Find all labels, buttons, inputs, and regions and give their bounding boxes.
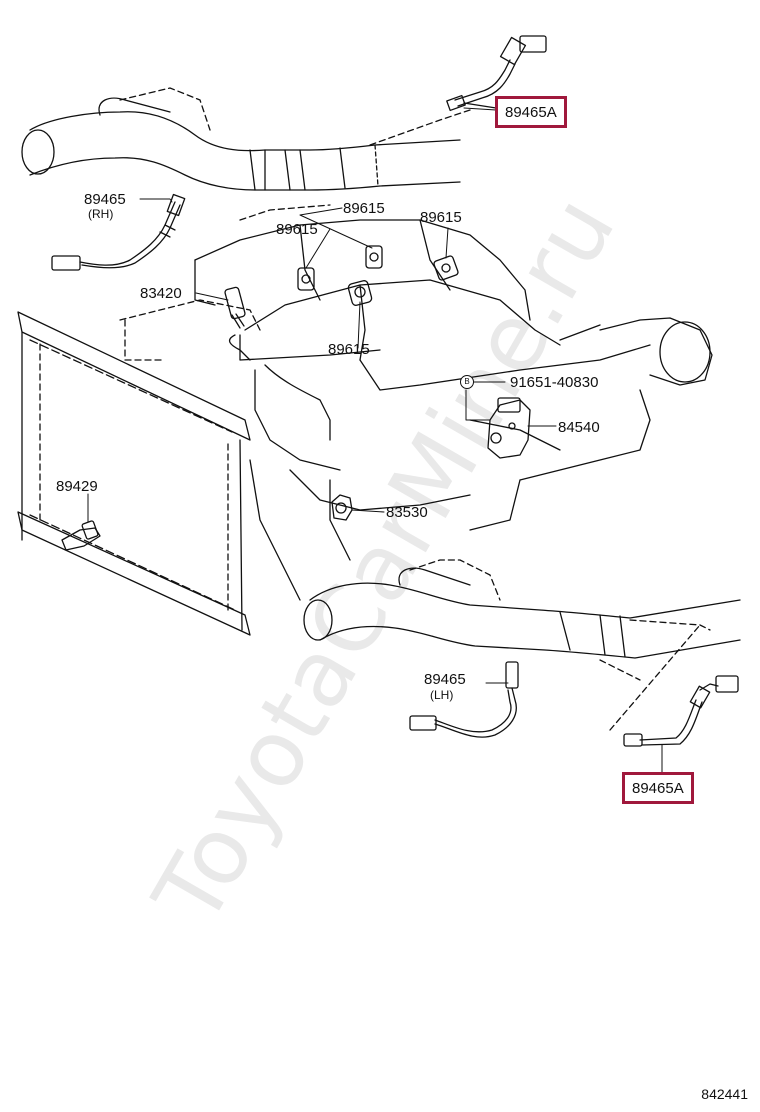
upper-exhaust-pipe xyxy=(21,87,471,191)
reference-code: 842441 xyxy=(701,1086,748,1102)
o2-sensor-upper-a-drawing xyxy=(446,35,547,112)
callout-thermo-switch[interactable]: 83530 xyxy=(386,504,428,521)
o2-sensor-lh-drawing xyxy=(409,661,519,738)
crank-position-sensor-drawing xyxy=(487,397,531,459)
callout-o2-sensor-lh-side: (LH) xyxy=(430,688,454,702)
callout-knock-sensor-left[interactable]: 89615 xyxy=(276,221,318,238)
callout-o2-sensor-rh-side: (RH) xyxy=(88,207,114,221)
callout-bolt-part[interactable]: 91651-40830 xyxy=(510,374,599,391)
bolt-symbol-icon: B xyxy=(460,375,474,389)
callout-crank-position-sensor[interactable]: 84540 xyxy=(558,419,600,436)
knock-sensor-parts xyxy=(224,245,459,329)
callout-o2-sensor-upper-a[interactable]: 89465A xyxy=(495,96,567,128)
o2-sensor-rh-drawing xyxy=(51,193,186,271)
callout-knock-sensor-right[interactable]: 89615 xyxy=(420,209,462,226)
lower-exhaust-pipe xyxy=(303,559,741,731)
radiator xyxy=(17,311,251,636)
callout-knock-sensor-lower[interactable]: 89615 xyxy=(328,341,370,358)
callout-oil-pressure-switch[interactable]: 83420 xyxy=(140,285,182,302)
o2-sensor-lower-a-drawing xyxy=(623,675,739,747)
callout-o2-sensor-lh[interactable]: 89465 xyxy=(424,671,466,688)
callout-knock-sensor-top[interactable]: 89615 xyxy=(343,200,385,217)
water-temp-sensor-drawing xyxy=(61,520,101,551)
callout-o2-sensor-lower-a[interactable]: 89465A xyxy=(622,772,694,804)
callout-o2-sensor-rh[interactable]: 89465 xyxy=(84,191,126,208)
leader-lines xyxy=(87,107,663,773)
callout-water-temp-sensor[interactable]: 89429 xyxy=(56,478,98,495)
